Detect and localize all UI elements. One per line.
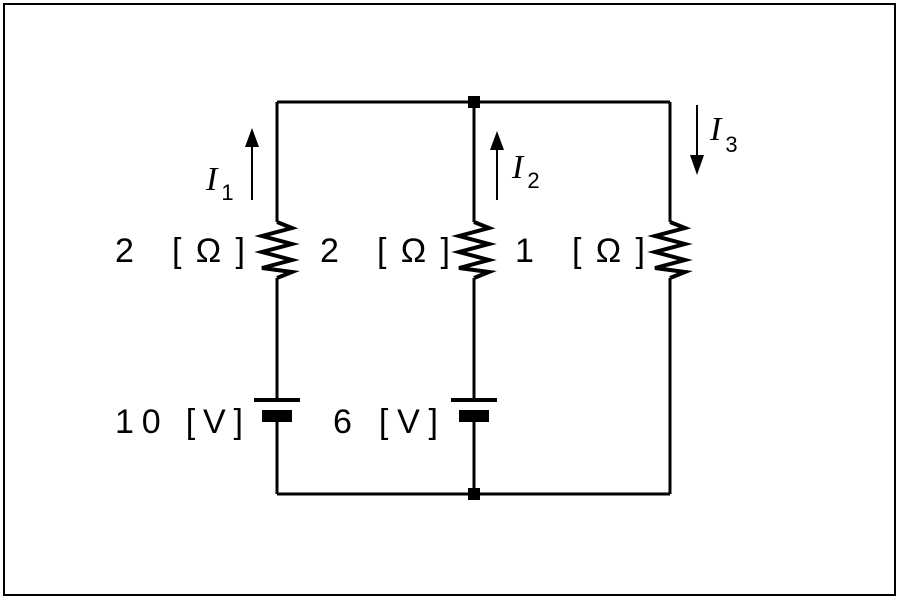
battery-middle: [451, 398, 497, 422]
resistor-right: [647, 220, 693, 280]
junction-node-top: [468, 96, 480, 108]
source-label-middle: 6 [V]: [333, 403, 438, 441]
current-arrow-i1: [245, 128, 259, 200]
diagram-border: [3, 3, 896, 596]
resistor-label-right: 1 [Ω]: [515, 232, 645, 270]
resistor-left: [254, 220, 300, 280]
current-arrow-i2: [490, 131, 504, 200]
battery-left: [254, 398, 300, 422]
resistor-label-middle: 2 [Ω]: [320, 232, 450, 270]
resistor-label-left: 2 [Ω]: [115, 232, 245, 270]
resistor-middle: [451, 220, 497, 280]
current-arrow-i3: [690, 105, 704, 175]
source-label-left: 10 [V]: [115, 403, 243, 441]
junction-node-bottom: [468, 488, 480, 500]
